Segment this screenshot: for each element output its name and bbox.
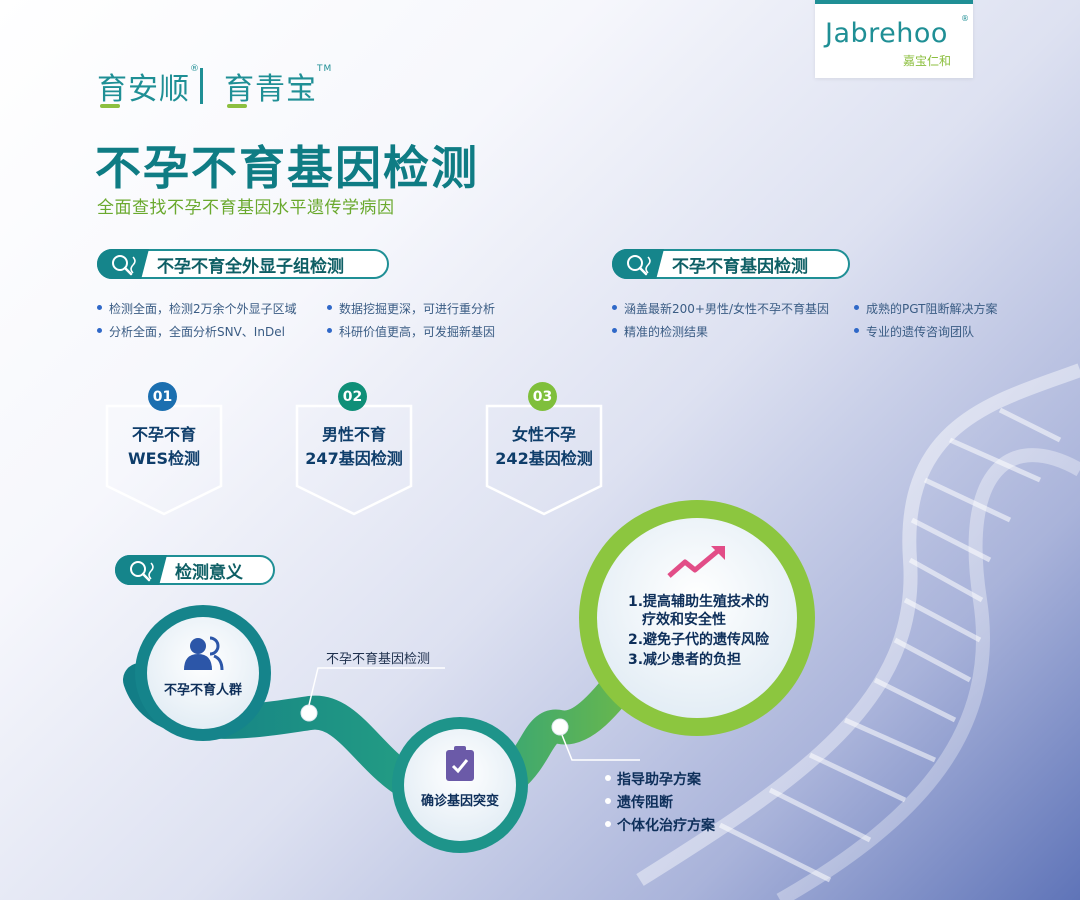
section-header-wes: 不孕不育全外显子组检测 xyxy=(97,249,389,279)
product-name-line1: 男性不育 xyxy=(321,425,386,444)
list-item: 分析全面，全面分析SNV、InDel xyxy=(97,325,285,339)
section-header-gene: 不孕不育基因检测 xyxy=(612,249,850,279)
outcome-item: 个体化治疗方案 xyxy=(605,815,715,835)
diagnosis-label: 确诊基因突变 xyxy=(420,794,499,809)
brand-logo-text: Jabrehoo xyxy=(825,18,948,49)
product-brand-right-mark: TM xyxy=(317,64,333,74)
population-label: 不孕不育人群 xyxy=(163,683,242,698)
result-line: 疗效和安全性 xyxy=(642,612,726,628)
list-item: 精准的检测结果 xyxy=(611,325,709,339)
page-title: 不孕不育基因检测 xyxy=(95,141,479,195)
section-header-significance-label: 检测意义 xyxy=(175,562,243,583)
product-brand-right: 育青宝TM xyxy=(224,64,332,108)
list-item: 数据挖掘更深，可进行重分析 xyxy=(326,302,496,316)
outcome-item: 遗传阻断 xyxy=(605,792,673,812)
product-brand-left-mark: ® xyxy=(190,64,200,74)
brand-logo-subtext: 嘉宝仁和 xyxy=(903,54,952,68)
result-line: 2.避免子代的遗传风险 xyxy=(628,632,770,648)
magnifier-dna-icon xyxy=(612,249,664,279)
result-line: 1.提高辅助生殖技术的 xyxy=(628,594,770,610)
brand-underline xyxy=(227,104,247,108)
list-item: 科研价值更高，可发掘新基因 xyxy=(326,325,496,339)
list-item: 成熟的PGT阻断解决方案 xyxy=(853,302,998,316)
hexagon-outline xyxy=(295,404,413,516)
section-header-gene-label: 不孕不育基因检测 xyxy=(672,256,808,277)
product-card-wes: 01 不孕不育 WES检测 xyxy=(105,382,223,528)
result-line: 3.减少患者的负担 xyxy=(628,652,742,668)
product-brand-left-text: 育安顺 xyxy=(97,72,190,107)
section-header-wes-label: 不孕不育全外显子组检测 xyxy=(157,256,344,277)
product-name-line1: 不孕不育 xyxy=(131,425,196,444)
genetic-test-label: 不孕不育基因检测 xyxy=(326,652,431,667)
outcome-item: 指导助孕方案 xyxy=(605,769,701,789)
magnifier-dna-icon xyxy=(97,249,149,279)
product-number-badge: 02 xyxy=(338,382,367,411)
magnifier-dna-icon xyxy=(115,555,167,585)
list-item: 涵盖最新200+男性/女性不孕不育基因 xyxy=(611,302,830,316)
brand-separator xyxy=(200,68,203,104)
trend-arrow-icon xyxy=(667,546,725,578)
product-card-male: 02 男性不育 247基因检测 xyxy=(295,382,413,528)
clipboard-check-icon xyxy=(446,746,474,781)
registered-mark: ® xyxy=(961,14,969,23)
product-name-line2: 242基因检测 xyxy=(495,449,593,468)
list-item: 检测全面，检测2万余个外显子区域 xyxy=(97,302,297,316)
brand-logo-box: Jabrehoo ® 嘉宝仁和 xyxy=(815,0,973,78)
list-item: 专业的遗传咨询团队 xyxy=(853,325,975,339)
product-card-female: 03 女性不孕 242基因检测 xyxy=(485,382,603,528)
product-name-line2: 247基因检测 xyxy=(305,449,403,468)
product-brand-left: 育安顺® xyxy=(97,64,200,108)
product-number-badge: 03 xyxy=(528,382,557,411)
hexagon-outline xyxy=(485,404,603,516)
product-name-line1: 女性不孕 xyxy=(511,425,576,444)
product-name-line2: WES检测 xyxy=(127,449,201,468)
people-icon xyxy=(184,636,224,670)
section-header-significance: 检测意义 xyxy=(115,555,275,585)
page-subtitle: 全面查找不孕不育基因水平遗传学病因 xyxy=(97,198,395,218)
hexagon-outline xyxy=(105,404,223,516)
product-brand-right-text: 育青宝 xyxy=(224,72,317,107)
brand-underline xyxy=(100,104,120,108)
product-number-badge: 01 xyxy=(148,382,177,411)
